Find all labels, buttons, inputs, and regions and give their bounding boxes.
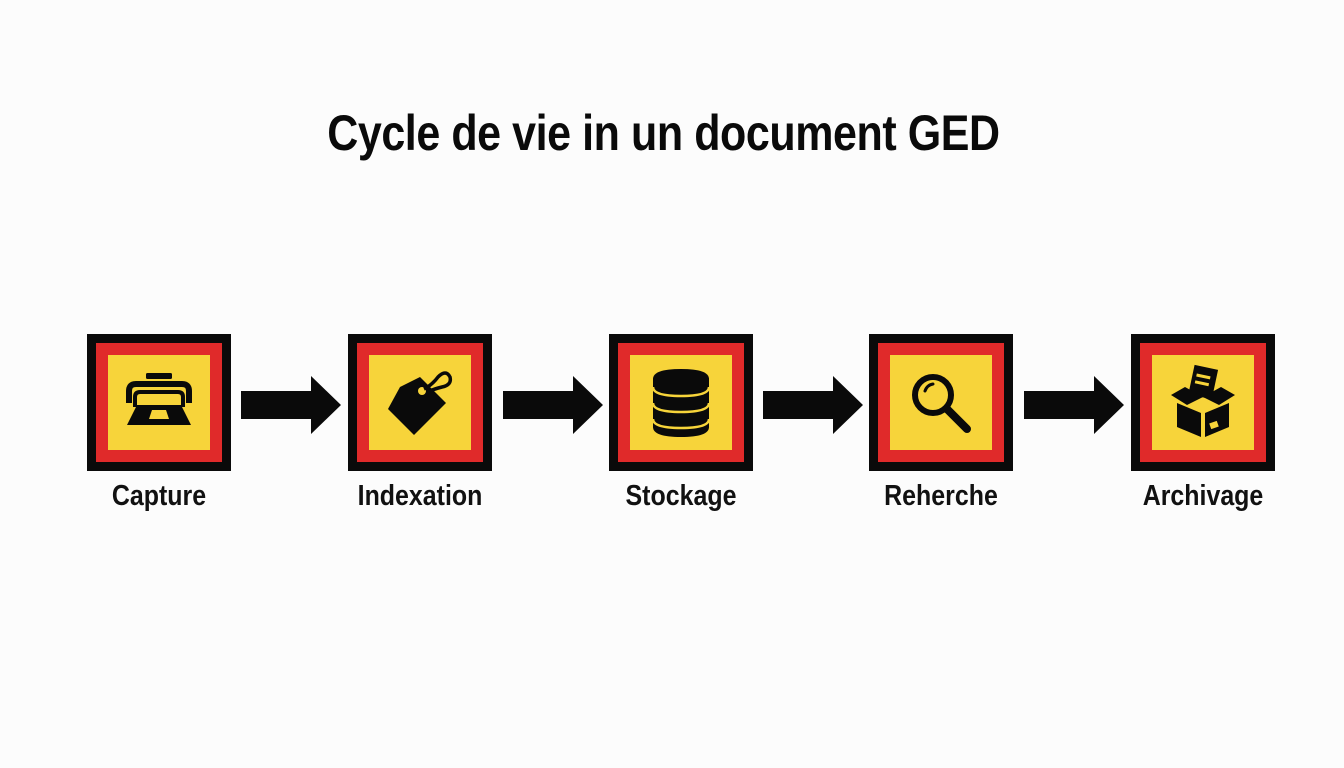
step-box [609, 334, 753, 471]
archive-box-icon [1171, 364, 1235, 437]
step-label: Indexation [357, 480, 483, 512]
step-indexation: Indexation [348, 334, 492, 512]
step-box [1131, 334, 1275, 471]
tag-icon [388, 370, 453, 435]
step-box [869, 334, 1013, 471]
arrow-right-icon [763, 376, 863, 434]
magnifier-icon [912, 373, 971, 433]
database-icon [651, 368, 711, 437]
scanner-icon [126, 372, 192, 425]
step-capture: Capture [87, 334, 231, 512]
arrow-right-icon [503, 376, 603, 434]
arrow-right-icon [241, 376, 341, 434]
step-label: Capture [111, 480, 207, 512]
diagram-title: Cycle de vie in un document GED [327, 105, 1000, 161]
step-label: Stockage [625, 480, 737, 512]
arrow-right-icon [1024, 376, 1124, 434]
step-label: Archivage [1142, 480, 1264, 512]
step-box [87, 334, 231, 471]
step-stockage: Stockage [609, 334, 753, 512]
step-reherche: Reherche [869, 334, 1013, 512]
step-label: Reherche [884, 480, 998, 512]
step-archivage: Archivage [1131, 334, 1275, 512]
step-box [348, 334, 492, 471]
